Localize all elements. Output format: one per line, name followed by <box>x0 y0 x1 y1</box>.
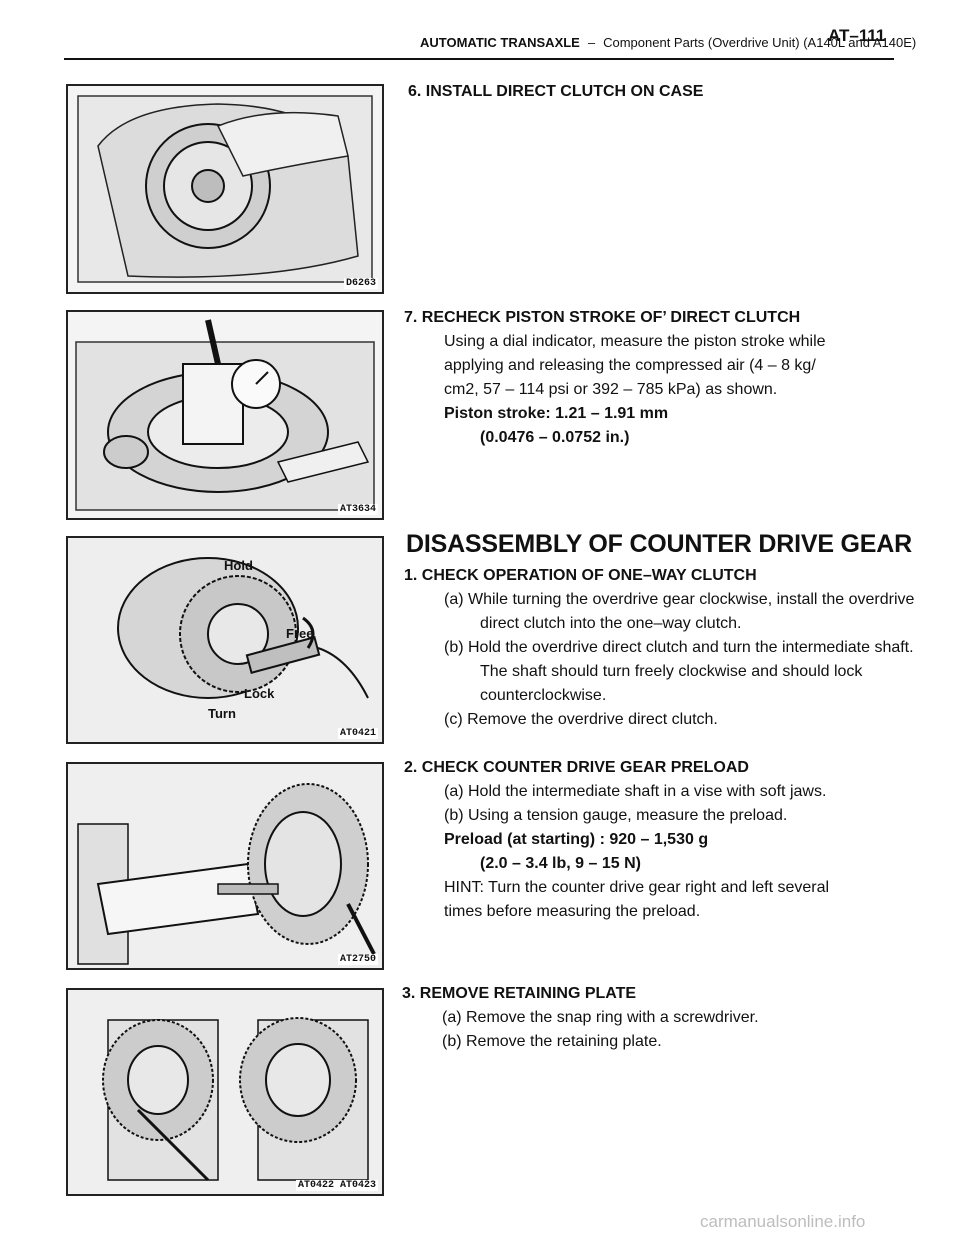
disassembly-step-1: 1. CHECK OPERATION OF ONE–WAY CLUTCH (a)… <box>404 564 932 732</box>
figure-illustration <box>75 319 375 511</box>
figure-preload-check: AT2750 <box>66 762 384 970</box>
figure-code: AT2750 <box>337 954 378 965</box>
figure-illustration <box>68 538 382 742</box>
d2-spec: Preload (at starting) : 920 – 1,530 g <box>444 831 709 848</box>
d2-hint-2: times before measuring the preload. <box>444 903 701 920</box>
disassembly-step-2: 2. CHECK COUNTER DRIVE GEAR PRELOAD (a) … <box>404 756 944 924</box>
figure-install-direct-clutch: D6263 <box>66 84 384 294</box>
figure-illustration <box>68 990 382 1194</box>
d2-b: (b) Using a tension gauge, measure the p… <box>444 807 788 824</box>
page-number: AT–111 <box>828 26 886 45</box>
d2-spec-2: (2.0 – 3.4 lb, 9 – 15 N) <box>480 855 641 872</box>
figure-piston-stroke: AT3634 <box>66 310 384 520</box>
disassembly-step-3: 3. REMOVE RETAINING PLATE (a) Remove the… <box>402 982 942 1054</box>
step-7-spec: Piston stroke: 1.21 – 1.91 mm <box>444 405 669 422</box>
figure-code: AT3634 <box>337 504 378 515</box>
callout-turn: Turn <box>208 706 236 721</box>
step-6-title: 6. INSTALL DIRECT CLUTCH ON CASE <box>408 83 704 100</box>
step-7-line-2: applying and releasing the compressed ai… <box>444 357 816 374</box>
header-section: AUTOMATIC TRANSAXLE <box>420 35 580 50</box>
running-header: AUTOMATIC TRANSAXLE–Component Parts (Ove… <box>420 35 916 50</box>
d2-hint-1: HINT: Turn the counter drive gear right … <box>444 879 830 896</box>
d1-b: (b) Hold the overdrive direct clutch and… <box>444 639 914 704</box>
d2-title: 2. CHECK COUNTER DRIVE GEAR PRELOAD <box>404 759 749 776</box>
d3-title: 3. REMOVE RETAINING PLATE <box>402 985 637 1002</box>
d3-a: (a) Remove the snap ring with a screwdri… <box>442 1009 759 1026</box>
header-subsection: Component Parts (Overdrive Unit) (A140L … <box>603 35 917 50</box>
figure-illustration <box>68 764 382 968</box>
figure-code: AT0422 AT0423 <box>295 1180 378 1191</box>
watermark: carmanualsonline.info <box>700 1212 866 1231</box>
callout-lock: Lock <box>244 686 275 701</box>
step-7-line-3: cm2, 57 – 114 psi or 392 – 785 kPa) as s… <box>444 381 778 398</box>
callout-free: Free <box>286 626 314 641</box>
callout-hold: Hold <box>224 558 253 573</box>
header-dash: – <box>587 35 596 50</box>
step-7: 7. RECHECK PISTON STROKE OF’ DIRECT CLUT… <box>404 306 944 450</box>
d3-b: (b) Remove the retaining plate. <box>442 1033 662 1050</box>
d1-a: (a) While turning the overdrive gear clo… <box>444 591 915 632</box>
d2-a: (a) Hold the intermediate shaft in a vis… <box>444 783 827 800</box>
figure-code: D6263 <box>343 278 378 289</box>
figure-code: AT0421 <box>337 728 378 739</box>
figure-illustration <box>77 95 373 283</box>
step-6: 6. INSTALL DIRECT CLUTCH ON CASE <box>404 80 944 104</box>
step-7-line-1: Using a dial indicator, measure the pist… <box>444 333 826 350</box>
d1-c: (c) Remove the overdrive direct clutch. <box>444 711 718 728</box>
step-7-spec-2: (0.0476 – 0.0752 in.) <box>480 429 630 446</box>
step-7-title: 7. RECHECK PISTON STROKE OF’ DIRECT CLUT… <box>404 309 801 326</box>
section-title: DISASSEMBLY OF COUNTER DRIVE GEAR <box>406 530 912 558</box>
d1-title: 1. CHECK OPERATION OF ONE–WAY CLUTCH <box>404 567 757 584</box>
figure-one-way-clutch: Hold Free Lock Turn AT0421 <box>66 536 384 744</box>
header-rule <box>64 58 894 60</box>
figure-retaining-plate: AT0422 AT0423 <box>66 988 384 1196</box>
